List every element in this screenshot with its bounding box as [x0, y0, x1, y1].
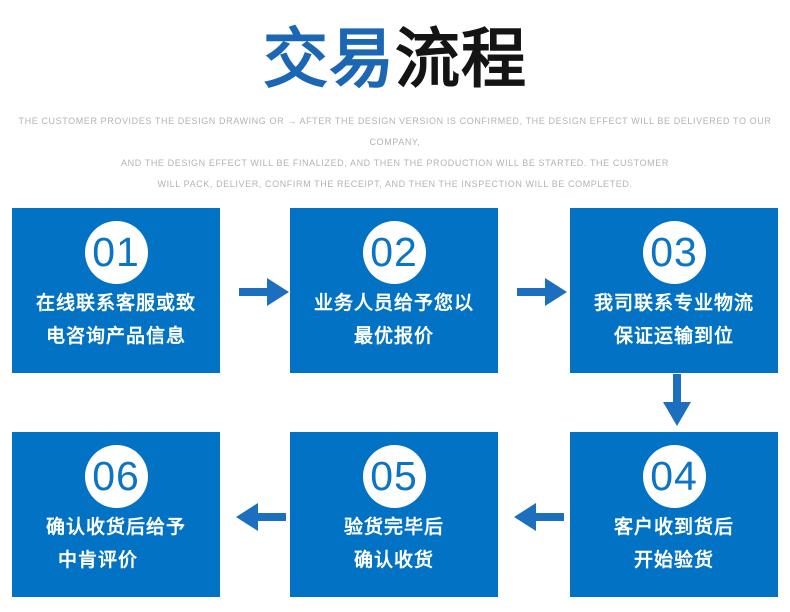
arrow-left-icon [514, 499, 564, 535]
step-text-line: 保证运输到位 [613, 326, 734, 347]
arrow-down-icon [659, 374, 695, 426]
step-number-badge: 01 [84, 221, 148, 284]
step-text: 确认收货后给予 中肯评价 [12, 511, 220, 577]
step-number: 04 [650, 453, 698, 499]
step-number: 05 [370, 453, 418, 499]
step-number: 03 [650, 229, 698, 275]
step-text-line: 确认收货 [353, 550, 434, 571]
arrow-right-icon [517, 274, 567, 310]
step-text-line: 开始验货 [633, 550, 714, 571]
step-number-badge: 03 [642, 221, 706, 284]
step-text-line: 确认收货后给予 [45, 517, 186, 538]
subtitle-line: AND THE DESIGN EFFECT WILL BE FINALIZED,… [121, 158, 669, 168]
step-box-1: 01 在线联系客服或致 电咨询产品信息 [12, 208, 220, 373]
step-number-badge: 04 [642, 445, 706, 508]
subtitle-line: THE CUSTOMER PROVIDES THE DESIGN DRAWING… [18, 116, 772, 147]
step-number-badge: 06 [84, 445, 148, 508]
step-text-line: 业务人员给予您以 [313, 293, 474, 314]
step-number: 02 [370, 229, 418, 275]
step-box-2: 02 业务人员给予您以 最优报价 [290, 208, 498, 373]
step-text-line: 电咨询产品信息 [45, 326, 186, 347]
step-text: 业务人员给予您以 最优报价 [290, 287, 498, 353]
step-text-line: 客户收到货后 [613, 517, 734, 538]
step-box-6: 06 确认收货后给予 中肯评价 [12, 432, 220, 597]
step-text-line: 验货完毕后 [343, 517, 444, 538]
page-title-rest: 流程 [395, 22, 528, 95]
step-text-line: 在线联系客服或致 [35, 293, 196, 314]
step-number-badge: 02 [362, 221, 426, 284]
step-text-line: 我司联系专业物流 [593, 293, 754, 314]
step-text: 客户收到货后 开始验货 [570, 511, 778, 577]
step-box-3: 03 我司联系专业物流 保证运输到位 [570, 208, 778, 373]
step-number: 06 [92, 453, 140, 499]
subtitle: THE CUSTOMER PROVIDES THE DESIGN DRAWING… [0, 111, 790, 195]
step-text: 在线联系客服或致 电咨询产品信息 [12, 287, 220, 353]
step-number-badge: 05 [362, 445, 426, 508]
page-title-highlight: 交易 [262, 22, 395, 95]
step-box-4: 04 客户收到货后 开始验货 [570, 432, 778, 597]
page-title: 交易流程 [0, 18, 790, 100]
arrow-right-icon [239, 274, 289, 310]
step-text: 我司联系专业物流 保证运输到位 [570, 287, 778, 353]
step-box-5: 05 验货完毕后 确认收货 [290, 432, 498, 597]
step-text: 验货完毕后 确认收货 [290, 511, 498, 577]
step-number: 01 [92, 229, 140, 275]
step-text-line: 中肯评价 [57, 550, 138, 571]
step-text-line: 最优报价 [353, 326, 434, 347]
subtitle-line: WILL PACK, DELIVER, CONFIRM THE RECEIPT,… [157, 179, 633, 189]
arrow-left-icon [236, 499, 286, 535]
